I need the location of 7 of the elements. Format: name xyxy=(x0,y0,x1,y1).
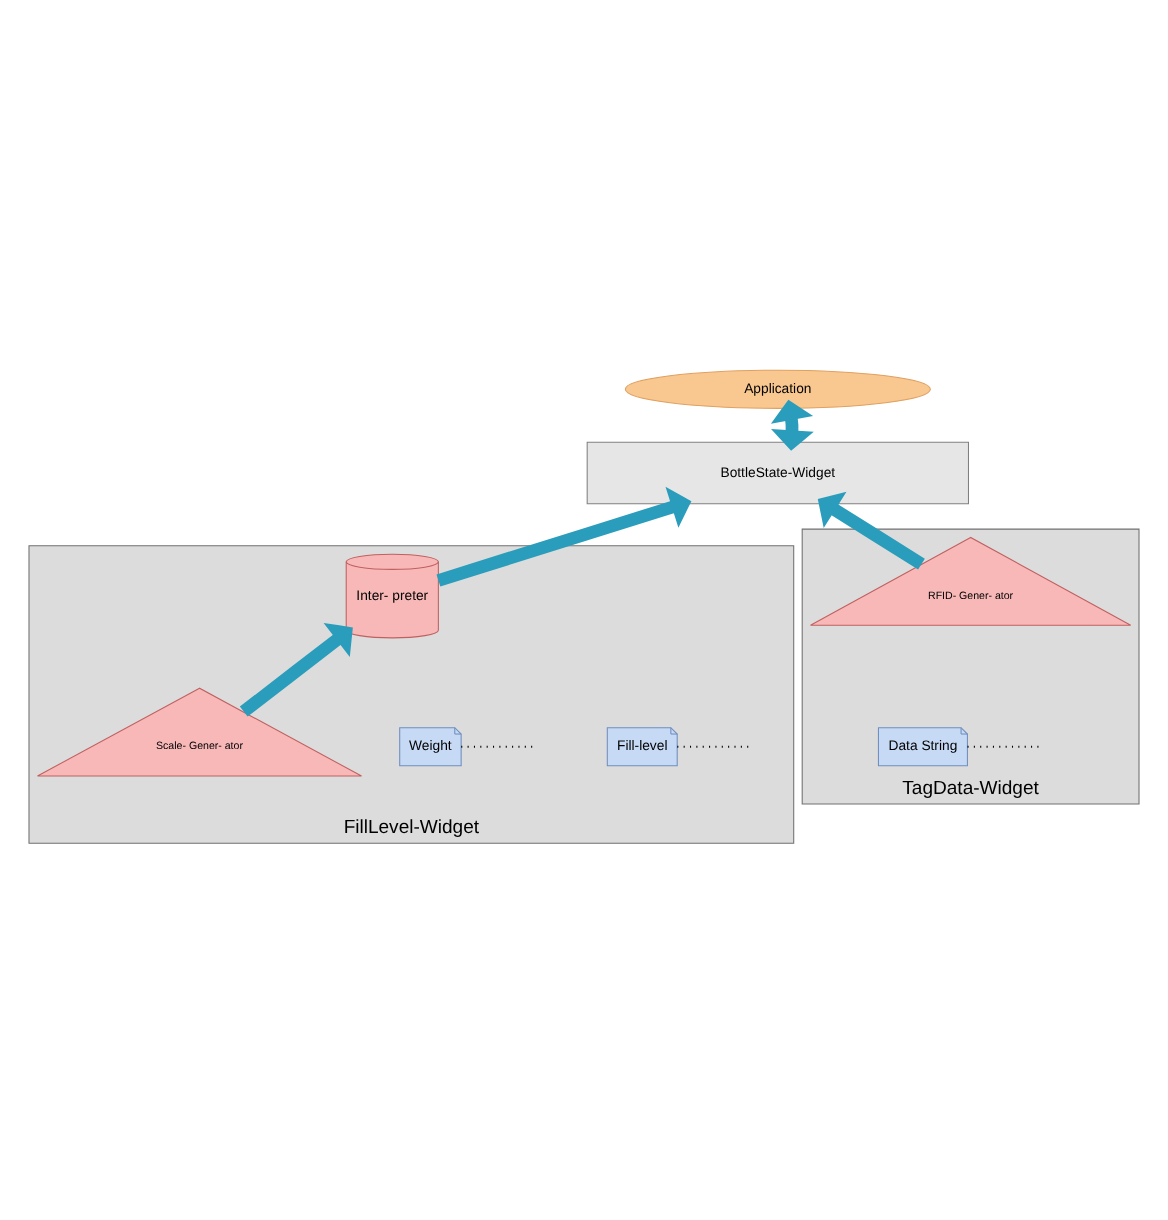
connector xyxy=(967,744,1041,747)
arrow xyxy=(239,621,353,716)
connector xyxy=(677,744,751,747)
connector xyxy=(461,744,535,747)
arrow xyxy=(436,485,692,586)
arrow xyxy=(770,398,814,450)
arrow xyxy=(817,490,925,569)
